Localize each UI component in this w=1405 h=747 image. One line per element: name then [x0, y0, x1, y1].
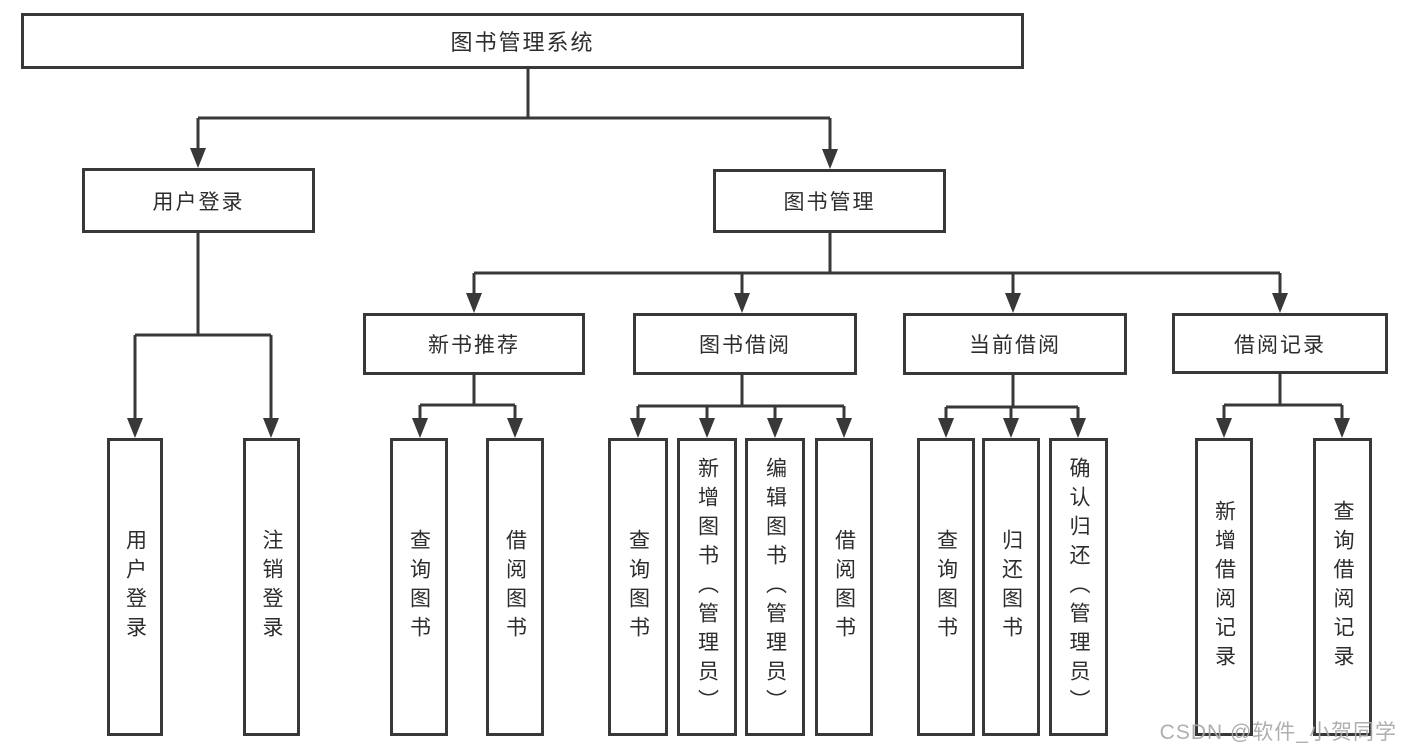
arrow-down-icon: [466, 293, 482, 313]
arrow-down-icon: [412, 418, 428, 438]
connector-line: [196, 69, 832, 150]
leaf-br-add-record: 新增借阅记录: [1195, 438, 1253, 736]
arrow-down-icon: [1334, 418, 1350, 438]
node-borrow-records: 借阅记录: [1172, 313, 1388, 374]
node-current-borrowing: 当前借阅: [903, 313, 1127, 375]
leaf-bb-borrow-books: 借阅图书: [815, 438, 873, 736]
leaf-bb-query-books-label: 查询图书: [626, 529, 650, 645]
connector-line: [472, 233, 1282, 293]
arrow-down-icon: [1003, 418, 1019, 438]
leaf-cb-confirm-return-admin-label: 确认归还（管理员）: [1067, 456, 1090, 718]
connector-line: [133, 233, 273, 420]
leaf-user-login-label: 用户登录: [123, 529, 147, 645]
arrow-down-icon: [507, 418, 523, 438]
leaf-cb-return-books: 归还图书: [982, 438, 1040, 736]
arrow-down-icon: [1005, 293, 1021, 313]
leaf-bb-query-books: 查询图书: [608, 438, 668, 736]
leaf-rec-query-books-label: 查询图书: [407, 529, 431, 645]
arrow-down-icon: [836, 418, 852, 438]
csdn-watermark: CSDN @软件_小贺同学: [1159, 721, 1397, 744]
connector-root-to-level2: [190, 69, 838, 169]
leaf-rec-query-books: 查询图书: [390, 438, 448, 736]
leaf-rec-borrow-books: 借阅图书: [486, 438, 544, 736]
arrow-down-icon: [938, 418, 954, 438]
node-book-borrowing: 图书借阅: [633, 313, 857, 375]
leaf-logout-label: 注销登录: [260, 529, 283, 645]
connector-line: [636, 375, 846, 420]
leaf-bb-edit-books-admin-label: 编辑图书（管理员）: [763, 456, 787, 718]
arrow-down-icon: [190, 148, 206, 168]
arrow-down-icon: [1272, 293, 1288, 313]
leaf-bb-add-books-admin-label: 新增图书（管理员）: [695, 456, 719, 718]
node-library-system: 图书管理系统: [21, 13, 1024, 69]
arrow-down-icon: [699, 418, 715, 438]
leaf-cb-confirm-return-admin: 确认归还（管理员）: [1049, 438, 1108, 736]
leaf-br-add-record-label: 新增借阅记录: [1212, 500, 1236, 674]
leaf-cb-query-books-label: 查询图书: [934, 529, 958, 645]
arrow-down-icon: [630, 418, 646, 438]
node-book-management-label: 图书管理: [783, 191, 876, 214]
arrow-down-icon: [1216, 418, 1232, 438]
leaf-bb-edit-books-admin: 编辑图书（管理员）: [745, 438, 805, 736]
connector-records-to-leaves: [1216, 374, 1350, 438]
leaf-rec-borrow-books-label: 借阅图书: [503, 529, 527, 645]
connector-line: [944, 375, 1080, 420]
node-borrow-records-label: 借阅记录: [1234, 333, 1326, 357]
leaf-user-login: 用户登录: [107, 438, 163, 736]
node-user-login: 用户登录: [82, 168, 315, 233]
node-book-borrowing-label: 图书借阅: [699, 334, 791, 357]
node-book-management: 图书管理: [713, 169, 946, 233]
leaf-logout: 注销登录: [243, 438, 300, 736]
leaf-bb-borrow-books-label: 借阅图书: [832, 529, 856, 645]
arrow-down-icon: [1070, 418, 1086, 438]
connector-line: [418, 375, 517, 420]
connector-borrow-to-leaves: [630, 375, 852, 438]
leaf-cb-return-books-label: 归还图书: [999, 529, 1023, 645]
leaf-br-query-record-label: 查询借阅记录: [1331, 500, 1354, 674]
connector-newrec-to-leaves: [412, 375, 523, 438]
node-user-login-label: 用户登录: [152, 190, 245, 214]
arrow-down-icon: [767, 418, 783, 438]
arrow-down-icon: [822, 149, 838, 169]
leaf-cb-query-books: 查询图书: [917, 438, 975, 736]
node-new-book-recommend: 新书推荐: [363, 313, 585, 375]
connector-userlogin-to-leaves: [127, 233, 279, 438]
arrow-down-icon: [127, 418, 143, 438]
node-new-book-recommend-label: 新书推荐: [428, 334, 520, 357]
connector-bookmgmt-to-level3: [466, 233, 1288, 313]
connector-current-to-leaves: [938, 375, 1086, 438]
node-library-system-label: 图书管理系统: [450, 30, 595, 55]
leaf-bb-add-books-admin: 新增图书（管理员）: [677, 438, 737, 736]
node-current-borrowing-label: 当前借阅: [969, 334, 1061, 357]
connector-line: [1222, 374, 1344, 420]
arrow-down-icon: [734, 293, 750, 313]
arrow-down-icon: [263, 418, 279, 438]
leaf-br-query-record: 查询借阅记录: [1313, 438, 1372, 736]
